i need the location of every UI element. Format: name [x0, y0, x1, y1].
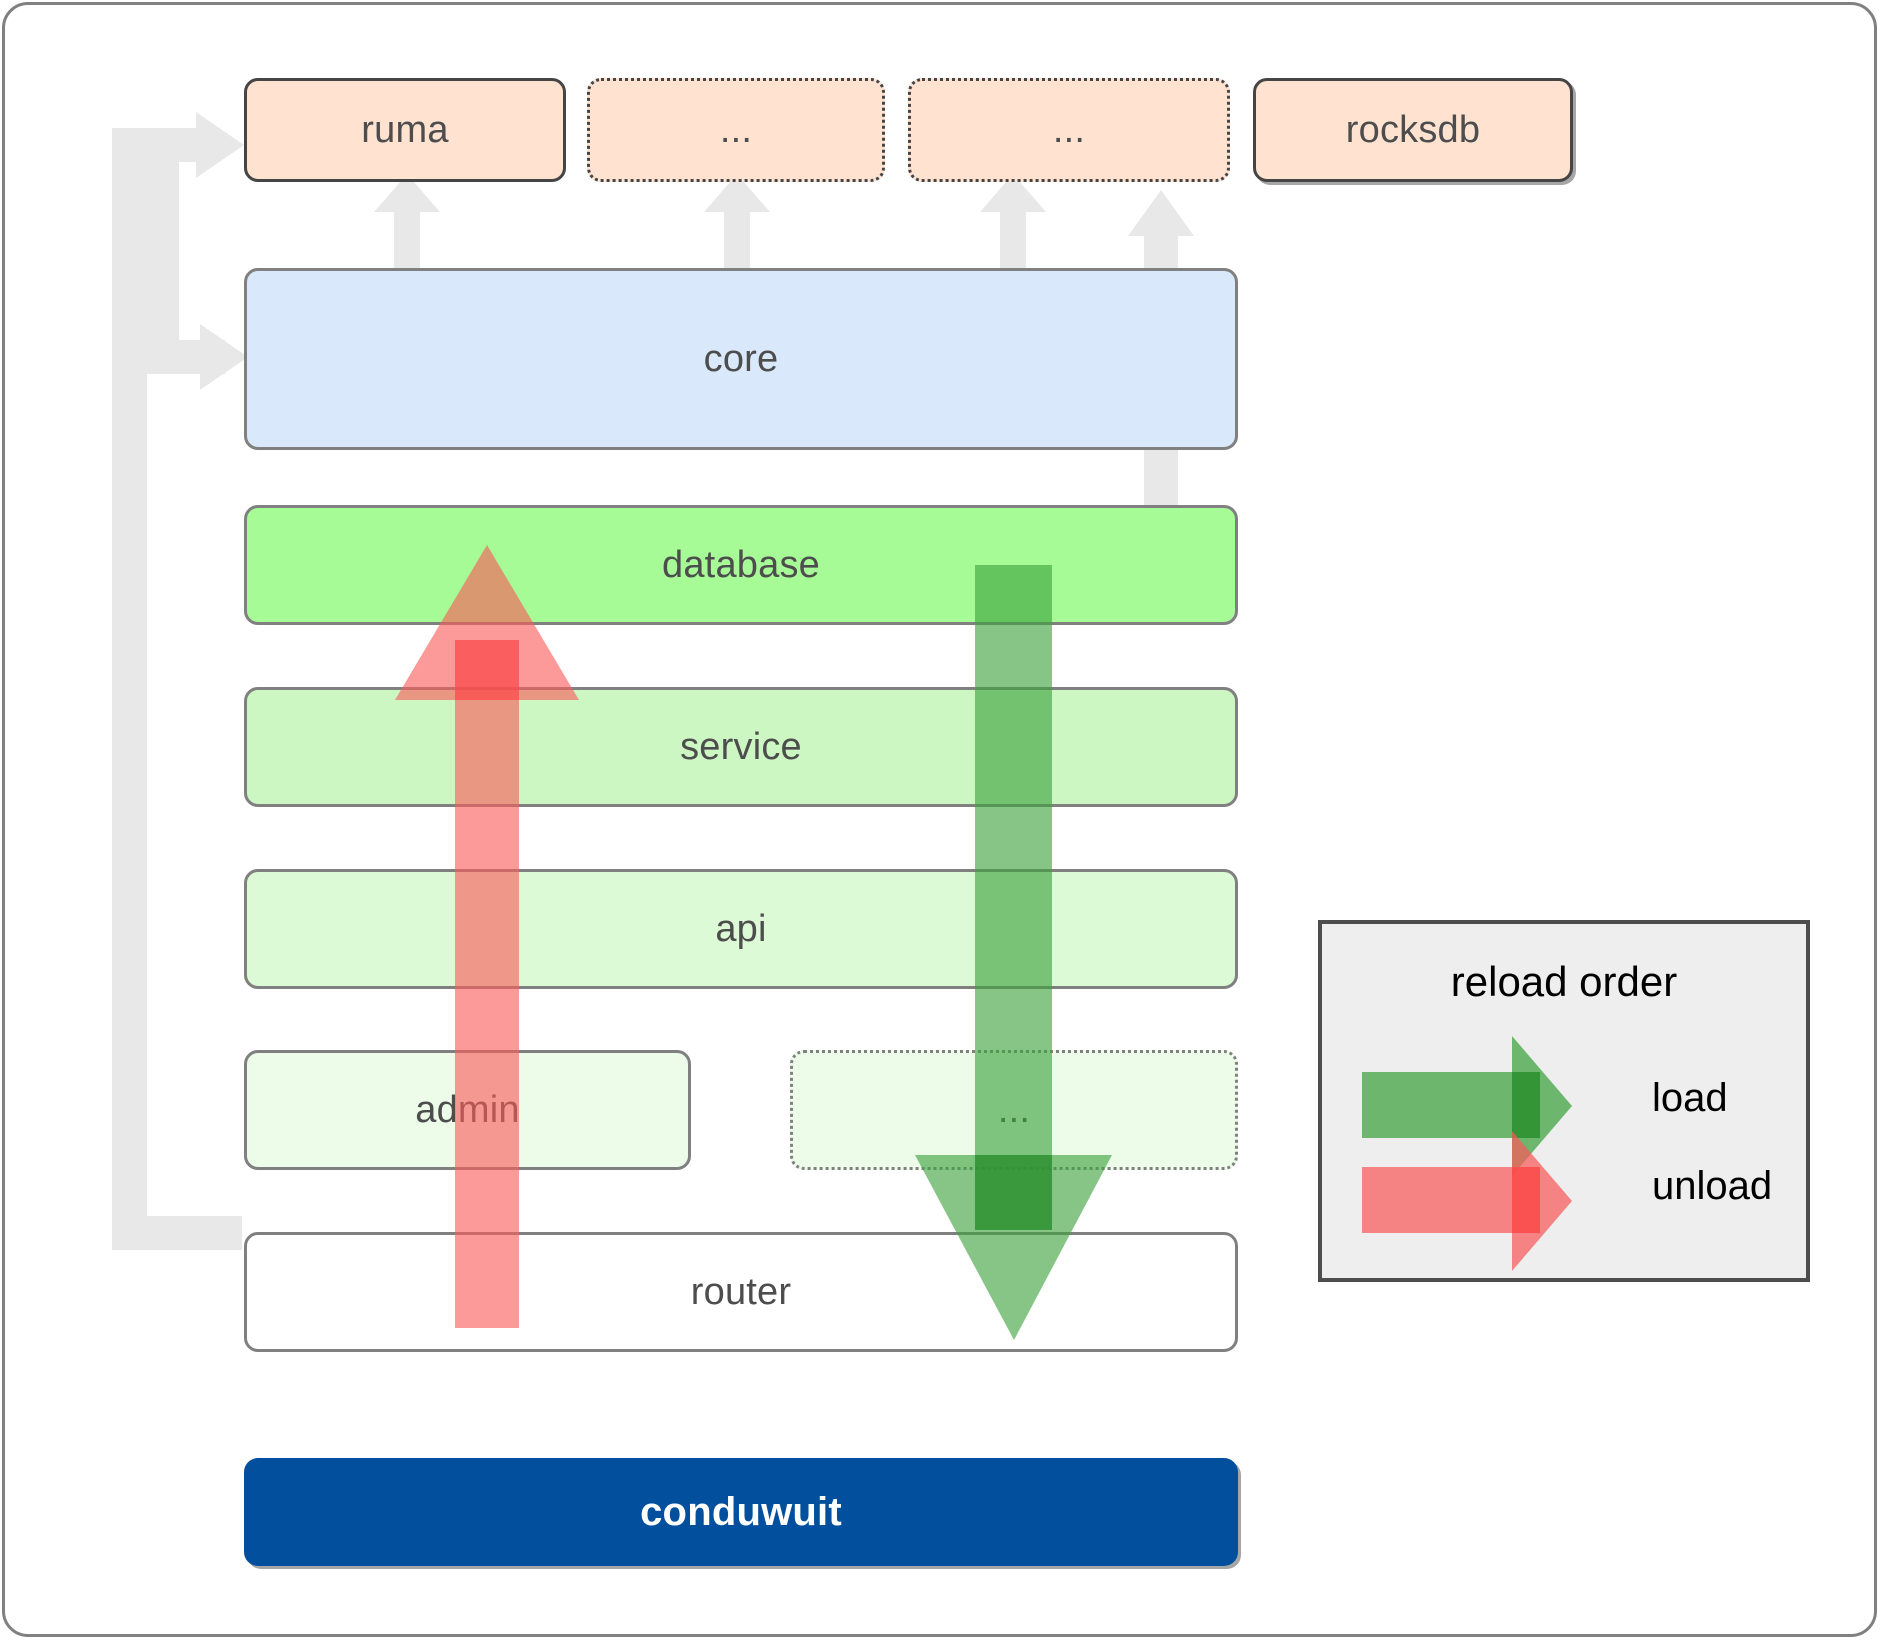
node-ellipsis-2[interactable]: ...: [908, 78, 1230, 182]
node-service[interactable]: service: [244, 687, 1238, 807]
node-admin[interactable]: admin: [244, 1050, 691, 1170]
node-api[interactable]: api: [244, 869, 1238, 989]
node-database[interactable]: database: [244, 505, 1238, 625]
node-rocksdb-label: rocksdb: [1345, 108, 1481, 151]
node-layer-ellipsis[interactable]: ...: [790, 1050, 1238, 1170]
legend-unload-arrow-icon: [1362, 1131, 1572, 1271]
node-ruma-label: ruma: [361, 108, 449, 151]
node-service-label: service: [680, 725, 802, 768]
node-conduwuit-label: conduwuit: [640, 1489, 842, 1534]
node-ellipsis-1[interactable]: ...: [587, 78, 885, 182]
node-router-label: router: [690, 1270, 792, 1313]
legend-load-arrow-icon: [1362, 1036, 1572, 1176]
node-router[interactable]: router: [244, 1232, 1238, 1352]
node-conduwuit[interactable]: conduwuit: [244, 1458, 1238, 1566]
legend-load-arrow-overlay: [1512, 1072, 1540, 1138]
node-ellipsis-1-label: ...: [719, 108, 753, 151]
legend-title: reload order: [1450, 958, 1678, 1005]
node-api-label: api: [715, 907, 767, 950]
legend-unload-arrow-overlay: [1512, 1167, 1540, 1233]
node-admin-label: admin: [415, 1088, 520, 1131]
node-database-label: database: [662, 543, 820, 586]
legend-box: reload order load unload: [1318, 920, 1810, 1282]
node-core-label: core: [703, 337, 779, 380]
node-ellipsis-2-label: ...: [1052, 108, 1086, 151]
node-core[interactable]: core: [244, 268, 1238, 450]
node-rocksdb[interactable]: rocksdb: [1253, 78, 1573, 182]
legend-arrow-layer: [1362, 1036, 1572, 1271]
legend-label-load: load: [1652, 1076, 1728, 1120]
node-layer-ellipsis-label: ...: [997, 1088, 1031, 1131]
node-ruma[interactable]: ruma: [244, 78, 566, 182]
legend-label-unload: unload: [1652, 1164, 1773, 1208]
